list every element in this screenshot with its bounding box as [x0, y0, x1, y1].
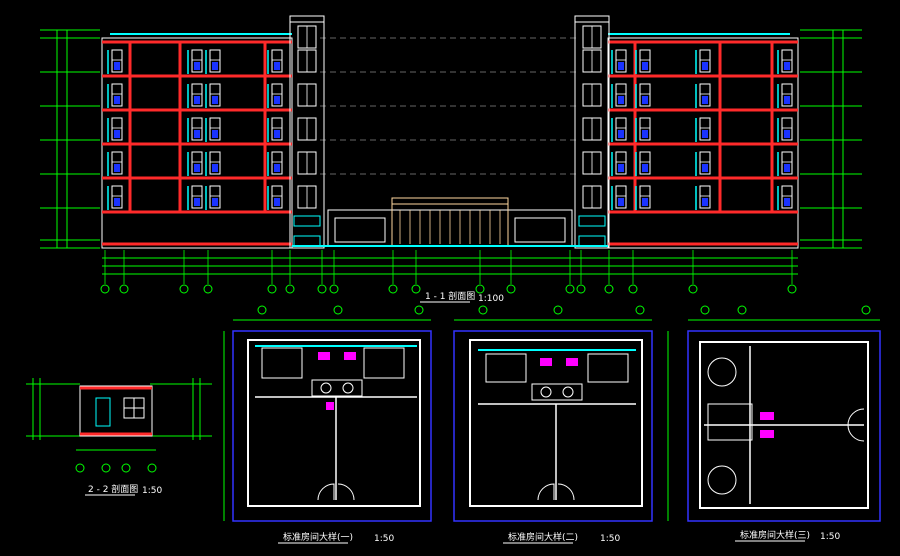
plan-1-scale: 1:50: [374, 534, 394, 544]
right-wing-windows: [611, 49, 793, 210]
left-level-ticks: [40, 37, 100, 241]
axis-bubble: [285, 284, 295, 294]
window: [781, 83, 793, 107]
window: [111, 151, 123, 175]
window: [781, 185, 793, 209]
window: [111, 83, 123, 107]
window: [699, 151, 711, 175]
window: [271, 185, 283, 209]
plan-3-title: 标准房间大样(三): [740, 529, 810, 541]
window: [271, 83, 283, 107]
plan-3: 标准房间大样(三) 1:50: [667, 305, 881, 542]
right-stair-tower: [574, 15, 610, 249]
stair-tower-windows: [293, 25, 606, 247]
window: [111, 185, 123, 209]
window: [639, 117, 651, 141]
section-2-title: 2 - 2 剖面图: [88, 483, 138, 495]
axis-bubble: [411, 284, 421, 294]
section-1-scale: 1:100: [478, 294, 504, 304]
axis-bubble: [688, 284, 698, 294]
left-wing-windows: [107, 49, 283, 210]
section-2-2: 2 - 2 剖面图 1:50: [26, 378, 212, 496]
window: [699, 117, 711, 141]
entrance-mullions: [399, 210, 501, 244]
section-1-title: 1 - 1 剖面图: [425, 290, 475, 302]
plan-1-title: 标准房间大样(一): [283, 531, 353, 543]
window: [111, 117, 123, 141]
axis-bubble: [604, 284, 614, 294]
axis-bubble: [475, 284, 485, 294]
axis-bubble: [576, 284, 586, 294]
window: [209, 117, 221, 141]
axis-bubble: [565, 284, 575, 294]
window: [639, 83, 651, 107]
window: [209, 185, 221, 209]
axis-bubble: [787, 284, 797, 294]
courtyard-level-lines: [320, 37, 578, 175]
window: [271, 151, 283, 175]
window: [699, 83, 711, 107]
section-2-scale: 1:50: [142, 486, 162, 496]
axis-bubble: [100, 284, 110, 294]
window: [209, 83, 221, 107]
window: [191, 117, 203, 141]
bottom-dimension-lines: [102, 257, 798, 275]
window: [615, 49, 627, 73]
axis-bubble: [329, 284, 339, 294]
window: [271, 49, 283, 73]
window: [209, 151, 221, 175]
window: [111, 49, 123, 73]
window: [191, 83, 203, 107]
window: [209, 49, 221, 73]
window: [639, 49, 651, 73]
axis-bubble: [267, 284, 277, 294]
window: [699, 49, 711, 73]
left-stair-tower: [289, 15, 325, 249]
left-dimension-chain: [40, 29, 100, 249]
axis-bubble: [179, 284, 189, 294]
window: [639, 151, 651, 175]
window: [781, 117, 793, 141]
left-wing: [101, 33, 293, 249]
axis-bubble: [203, 284, 213, 294]
plan-2: 标准房间大样(二) 1:50: [453, 305, 653, 544]
window: [615, 185, 627, 209]
axis-bubble: [388, 284, 398, 294]
window: [615, 151, 627, 175]
window: [191, 49, 203, 73]
window: [781, 151, 793, 175]
window: [639, 185, 651, 209]
axis-bubble: [506, 284, 516, 294]
plan-2-title: 标准房间大样(二): [508, 531, 578, 543]
plan-2-scale: 1:50: [600, 534, 620, 544]
right-dimension-chain: [800, 29, 862, 249]
window: [191, 151, 203, 175]
plan-3-scale: 1:50: [820, 532, 840, 542]
right-wing: [607, 33, 799, 249]
window: [699, 185, 711, 209]
window: [615, 83, 627, 107]
plan-1: 标准房间大样(一) 1:50: [223, 305, 432, 544]
section-1-1: 1 - 1 剖面图 1:100: [40, 15, 862, 304]
window: [615, 117, 627, 141]
window: [271, 117, 283, 141]
window: [781, 49, 793, 73]
window: [191, 185, 203, 209]
axis-bubble: [317, 284, 327, 294]
axis-bubble: [119, 284, 129, 294]
axis-bubble: [628, 284, 638, 294]
axis-bubbles: [100, 250, 797, 294]
